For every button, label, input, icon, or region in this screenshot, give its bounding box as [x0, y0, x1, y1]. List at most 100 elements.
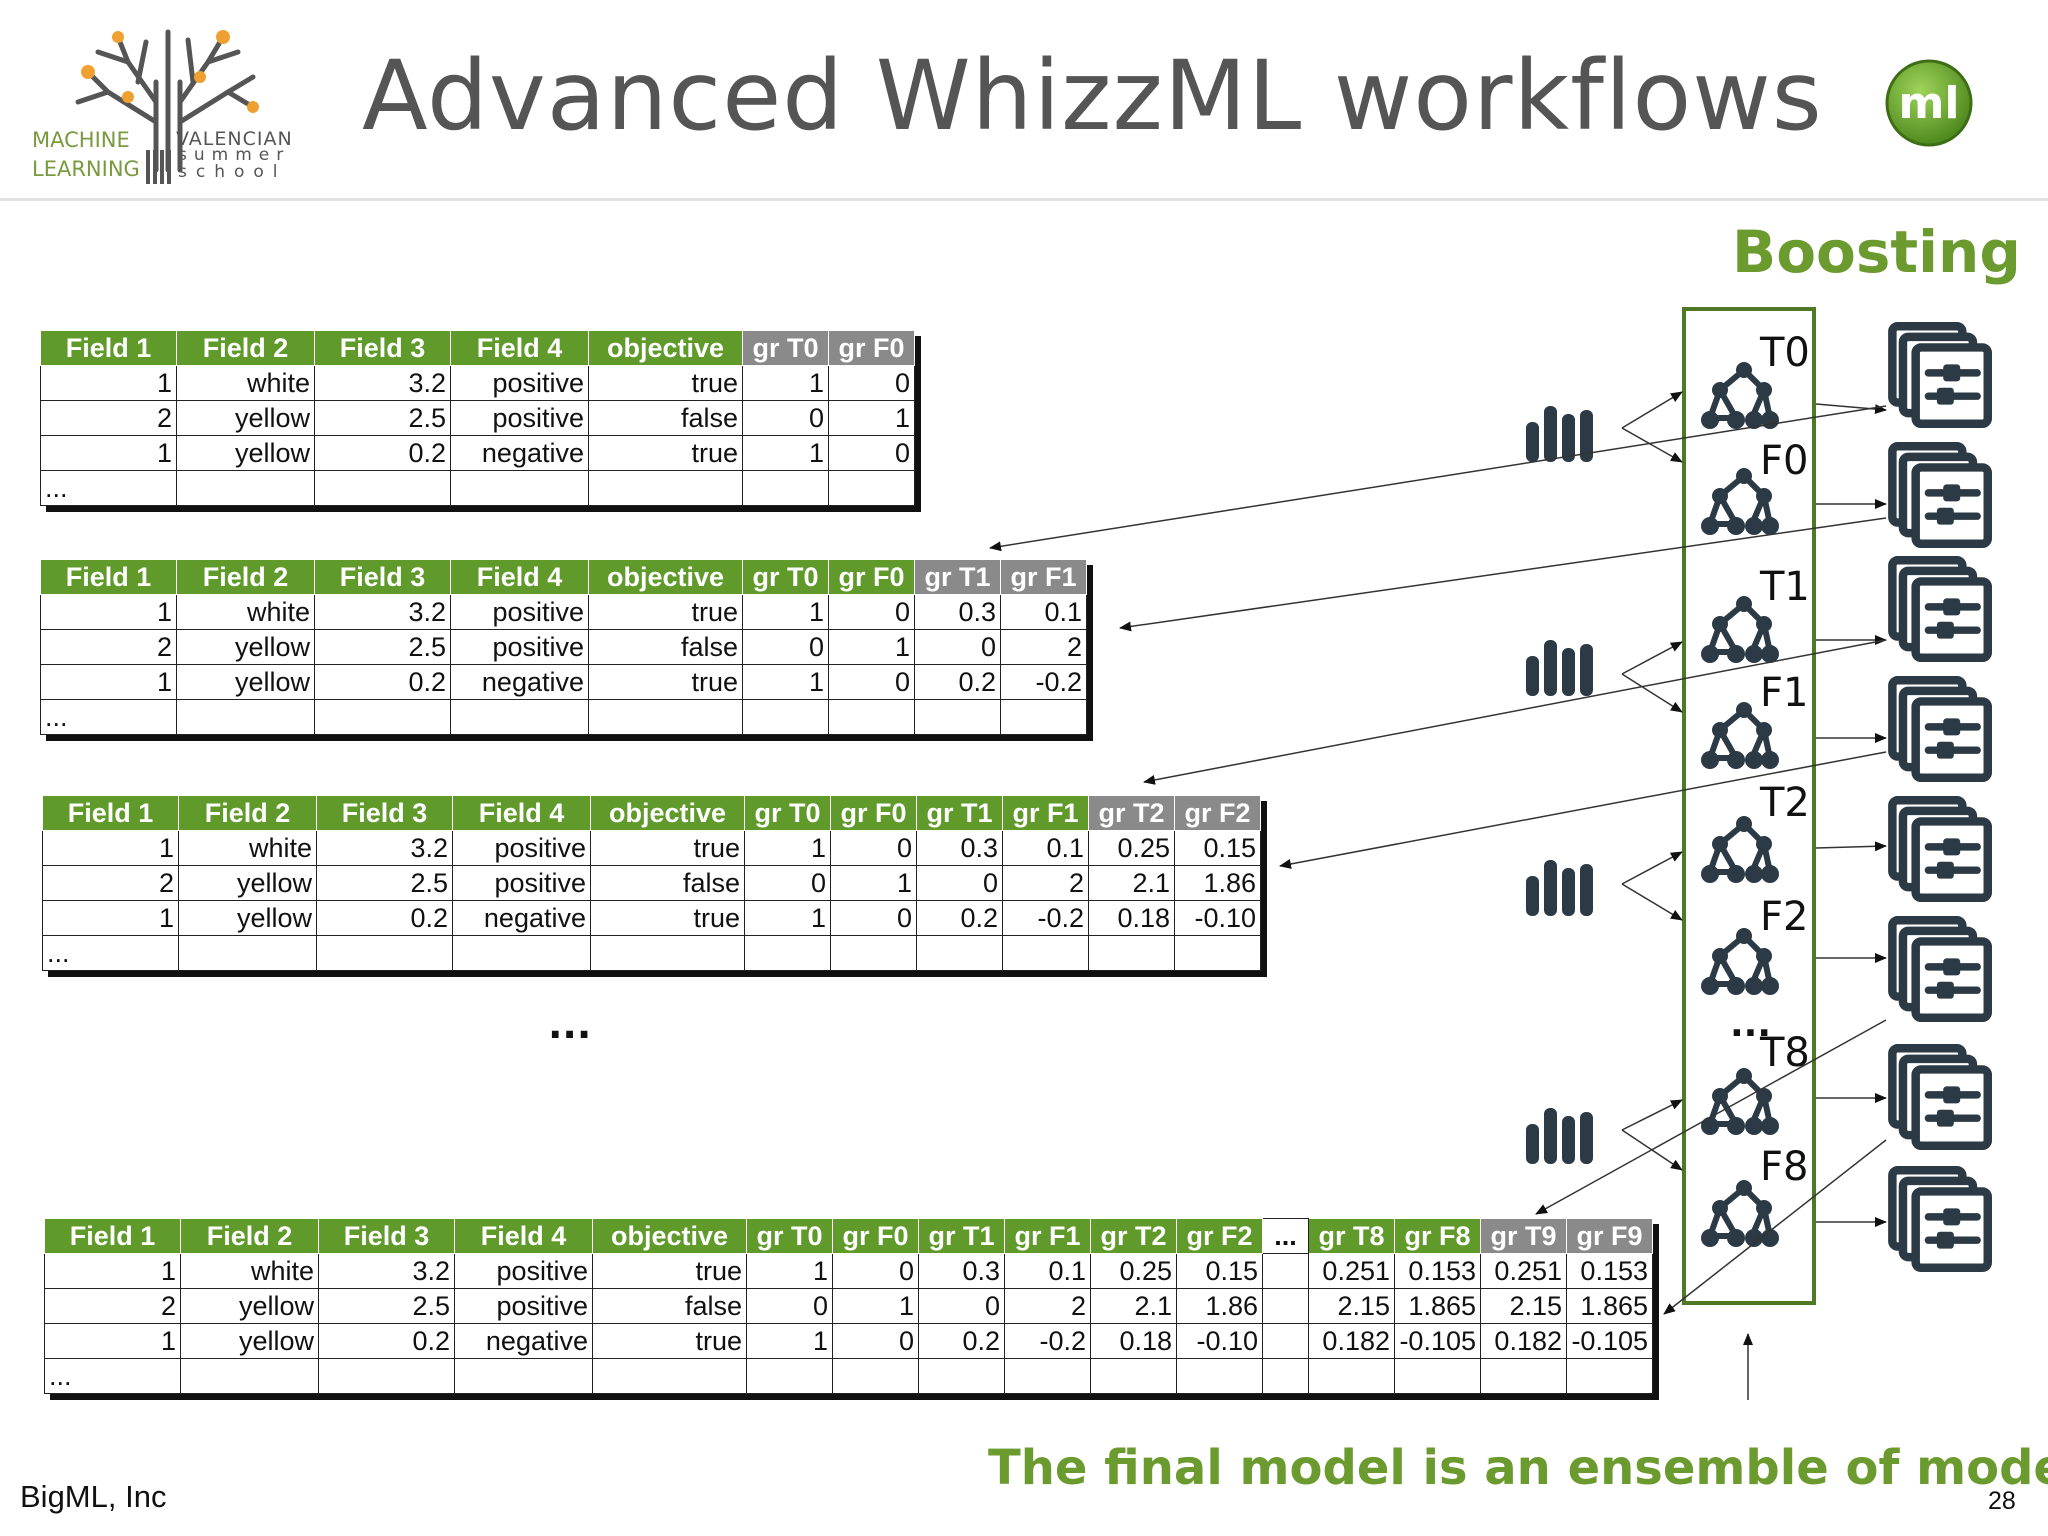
table-cell: 0.2 — [916, 900, 1003, 936]
table-cell: 0 — [918, 1288, 1005, 1324]
table-cell — [742, 699, 829, 735]
batch-prediction-icon — [1892, 1048, 1987, 1146]
column-header: objective — [592, 1218, 747, 1254]
table-cell: 0 — [916, 865, 1003, 901]
table-cell — [452, 935, 591, 971]
table-cell: 0.2 — [914, 664, 1001, 700]
column-header: objective — [588, 559, 743, 595]
column-header: gr T0 — [742, 559, 829, 595]
table-cell: ... — [40, 470, 177, 506]
table-cell: 0.3 — [914, 594, 1001, 630]
batch-prediction-icon — [1892, 326, 1987, 424]
table-cell: 2.1 — [1090, 1288, 1177, 1324]
dataset-to-model-arrow — [1621, 641, 1683, 675]
table-cell: 1.865 — [1394, 1288, 1481, 1324]
model-label-t2: T2 — [1760, 780, 1810, 826]
column-header: objective — [588, 330, 743, 366]
logo-text-learning: LEARNING — [32, 157, 140, 181]
table-cell: 1 — [40, 594, 177, 630]
batch-prediction-icon — [1892, 920, 1987, 1018]
column-header: gr F1 — [1004, 1218, 1091, 1254]
table-cell — [314, 699, 451, 735]
table-cell: 2 — [1004, 1288, 1091, 1324]
table-cell: 0 — [746, 1288, 833, 1324]
table-cell: positive — [454, 1288, 593, 1324]
table-cell: 2 — [40, 629, 177, 665]
table-cell: true — [590, 830, 745, 866]
table-cell: 1 — [42, 830, 179, 866]
table-row: ... — [40, 470, 915, 506]
table-cell: 2 — [42, 865, 179, 901]
dataset-to-model-arrow — [1621, 1129, 1683, 1171]
column-header: Field 1 — [40, 559, 177, 595]
table-cell — [830, 935, 917, 971]
table-cell: 1 — [44, 1253, 181, 1289]
table-cell: 0.18 — [1090, 1323, 1177, 1359]
column-header: gr F2 — [1176, 1218, 1263, 1254]
table-cell: 2.15 — [1308, 1288, 1395, 1324]
table-cell: 2 — [44, 1288, 181, 1324]
table-cell: 1 — [746, 1323, 833, 1359]
table-cell: 0.2 — [316, 900, 453, 936]
table-cell: 1.865 — [1566, 1288, 1653, 1324]
table-cell — [592, 1358, 747, 1394]
table-cell: 1.86 — [1176, 1288, 1263, 1324]
table-cell: 0.182 — [1480, 1323, 1567, 1359]
table-cell: 0 — [742, 629, 829, 665]
table-cell — [454, 1358, 593, 1394]
table-cell: 2 — [1000, 629, 1087, 665]
table-cell: -0.2 — [1004, 1323, 1091, 1359]
table-cell — [742, 470, 829, 506]
table-cell: 2.5 — [318, 1288, 455, 1324]
column-header: Field 2 — [176, 559, 315, 595]
table-cell: 0.2 — [318, 1323, 455, 1359]
table-cell: positive — [450, 629, 589, 665]
model-label-t0: T0 — [1760, 330, 1810, 376]
table-row: ... — [40, 699, 1087, 735]
column-header: Field 4 — [454, 1218, 593, 1254]
table-cell — [318, 1358, 455, 1394]
table-cell: -0.105 — [1394, 1323, 1481, 1359]
table-cell — [746, 1358, 833, 1394]
column-header: gr F1 — [1000, 559, 1087, 595]
dataset-icon — [1526, 1108, 1593, 1164]
column-header: Field 1 — [42, 795, 179, 831]
slide-title: Advanced WhizzML workflows — [362, 40, 1823, 152]
table-cell: white — [180, 1253, 319, 1289]
table-cell: positive — [450, 400, 589, 436]
table-cell: 1 — [832, 1288, 919, 1324]
column-header: gr F1 — [1002, 795, 1089, 831]
table-cell: 0 — [832, 1323, 919, 1359]
table-cell: 0.251 — [1308, 1253, 1395, 1289]
column-header: Field 1 — [44, 1218, 181, 1254]
table-cell: 0.2 — [314, 664, 451, 700]
column-header: gr T9 — [1480, 1218, 1567, 1254]
column-header: ... — [1262, 1218, 1309, 1254]
table-cell: 0 — [914, 629, 1001, 665]
table-cell: true — [588, 664, 743, 700]
table-cell — [828, 699, 915, 735]
table-row: ... — [42, 935, 1261, 971]
column-header: gr T0 — [742, 330, 829, 366]
column-header: objective — [590, 795, 745, 831]
table-cell: 1 — [44, 1323, 181, 1359]
dataset-icon — [1526, 860, 1593, 916]
logo-text-valencian: VALENCIAN — [176, 128, 293, 150]
table-cell: white — [176, 365, 315, 401]
dataset-to-model-arrow — [1621, 1099, 1683, 1131]
header-divider — [0, 198, 2048, 201]
table-cell — [314, 470, 451, 506]
table-cell: white — [178, 830, 317, 866]
table-cell: 0 — [742, 400, 829, 436]
table-cell: 0 — [828, 435, 915, 471]
table-cell: positive — [452, 865, 591, 901]
table-cell — [916, 935, 1003, 971]
table-cell — [1176, 1358, 1263, 1394]
column-header: Field 1 — [40, 330, 177, 366]
table-cell — [1002, 935, 1089, 971]
